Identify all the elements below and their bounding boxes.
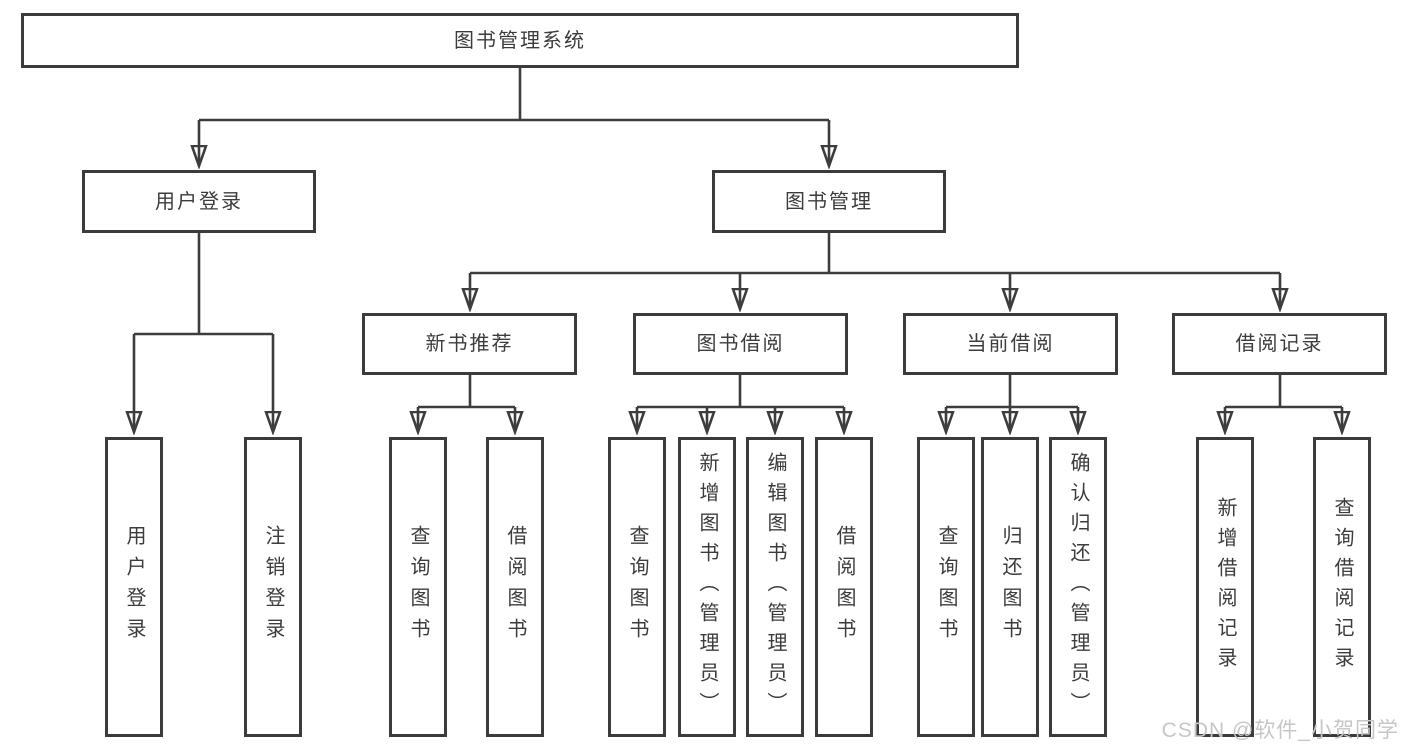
node-current-borrow: 当前借阅 <box>903 313 1118 375</box>
connector-book-mgmt-children <box>470 233 1280 309</box>
leaf-query-borrow-record: 查询借阅记录 <box>1313 437 1371 737</box>
node-user-login: 用户登录 <box>82 170 316 233</box>
connector-root-to-level1 <box>199 68 829 166</box>
leaf-query-books-borrow: 查询图书 <box>608 437 666 737</box>
node-borrow-records: 借阅记录 <box>1172 313 1387 375</box>
leaf-query-books-current: 查询图书 <box>917 437 975 737</box>
leaf-edit-books-admin: 编辑图书（管理员） <box>746 437 804 737</box>
leaf-user-login: 用户登录 <box>105 437 163 737</box>
connector-book-borrow-children <box>637 375 844 432</box>
leaf-return-books: 归还图书 <box>981 437 1039 737</box>
connector-current-borrow-children <box>946 375 1078 432</box>
leaf-logout: 注销登录 <box>244 437 302 737</box>
node-library-system: 图书管理系统 <box>21 13 1019 68</box>
node-new-book-recommend: 新书推荐 <box>362 313 577 375</box>
leaf-borrow-books-recommend: 借阅图书 <box>486 437 544 737</box>
leaf-confirm-return-admin: 确认归还（管理员） <box>1049 437 1107 737</box>
leaf-borrow-books: 借阅图书 <box>815 437 873 737</box>
connector-new-book-children <box>418 375 515 432</box>
node-book-management: 图书管理 <box>712 170 946 233</box>
leaf-add-books-admin: 新增图书（管理员） <box>678 437 736 737</box>
leaf-add-borrow-record: 新增借阅记录 <box>1196 437 1254 737</box>
leaf-query-books-recommend: 查询图书 <box>389 437 447 737</box>
connector-borrow-records-children <box>1225 375 1342 432</box>
connector-user-login-children <box>134 233 273 432</box>
node-book-borrow: 图书借阅 <box>633 313 848 375</box>
